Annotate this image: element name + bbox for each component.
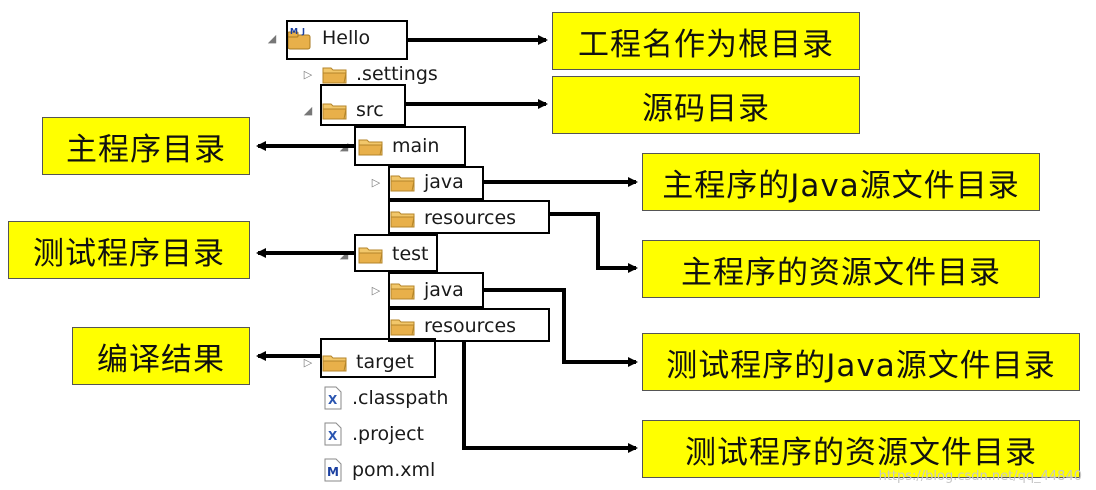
- svg-text:X: X: [328, 429, 338, 443]
- tree-item-main-java[interactable]: ▷ java: [370, 166, 464, 198]
- expand-arrow-icon[interactable]: ◢: [303, 103, 313, 117]
- tree-item-src[interactable]: ◢ src: [302, 94, 384, 126]
- xml-file-icon: X: [324, 386, 342, 410]
- arrow-test-java: [484, 288, 638, 367]
- folder-icon: [390, 211, 415, 228]
- tree-item-main-resources[interactable]: resources: [370, 202, 516, 234]
- expand-arrow-icon[interactable]: ▷: [303, 355, 313, 369]
- project-icon: M J: [287, 27, 311, 50]
- svg-text:J: J: [301, 27, 305, 36]
- arrow-test-resources: [462, 342, 638, 453]
- tree-item-label: .settings: [356, 63, 438, 85]
- highlight-box-test-resources: [388, 308, 550, 342]
- tree-item-classpath[interactable]: X .classpath: [302, 382, 448, 414]
- folder-icon: [390, 319, 415, 336]
- expand-arrow-icon[interactable]: ◢: [267, 31, 277, 45]
- tree-item-label: pom.xml: [352, 459, 436, 481]
- tree-item-project[interactable]: X .project: [302, 418, 424, 450]
- tree-item-test-resources[interactable]: resources: [370, 310, 516, 342]
- tree-item-pom[interactable]: M pom.xml: [302, 454, 435, 486]
- tree-item-label: target: [356, 351, 414, 373]
- tree-item-label: java: [424, 279, 464, 301]
- svg-text:M: M: [327, 465, 339, 479]
- tree-item-main[interactable]: ◢ main: [338, 130, 440, 162]
- callout-test-java: 测试程序的Java源文件目录: [642, 333, 1080, 391]
- highlight-box-main-resources: [388, 200, 550, 234]
- folder-icon: [390, 175, 415, 192]
- callout-test-dir: 测试程序目录: [8, 221, 250, 279]
- tree-item-settings[interactable]: ▷ .settings: [302, 58, 438, 90]
- highlight-box-main: [354, 126, 466, 166]
- callout-main-resources: 主程序的资源文件目录: [642, 240, 1040, 298]
- expand-arrow-icon[interactable]: ▷: [371, 283, 381, 297]
- folder-icon: [390, 283, 415, 300]
- tree-item-label: .project: [352, 423, 424, 445]
- highlight-box-src: [320, 84, 406, 126]
- folder-icon: [322, 355, 347, 372]
- tree-item-label: main: [392, 135, 440, 157]
- tree-item-label: src: [356, 99, 384, 121]
- expand-arrow-icon[interactable]: ▷: [303, 67, 313, 81]
- highlight-box-test-java: [388, 272, 484, 308]
- highlight-box-main-java: [388, 166, 484, 200]
- expand-arrow-icon[interactable]: ▷: [371, 175, 381, 189]
- maven-file-icon: M: [324, 458, 342, 482]
- tree-item-test-java[interactable]: ▷ java: [370, 274, 464, 306]
- highlight-box-test: [354, 234, 438, 272]
- svg-text:X: X: [328, 393, 338, 407]
- tree-item-target[interactable]: ▷ target: [302, 346, 414, 378]
- xml-file-icon: X: [324, 422, 342, 446]
- highlight-box-hello: [286, 20, 408, 60]
- folder-icon: [358, 247, 383, 264]
- folder-icon: [322, 67, 347, 84]
- watermark: https://blog.csdn.net/qq_44840: [878, 469, 1082, 484]
- tree-item-label: resources: [424, 315, 517, 337]
- tree-item-label: resources: [424, 207, 517, 229]
- tree-item-label: java: [424, 171, 464, 193]
- folder-icon: [322, 103, 347, 120]
- callout-build-output: 编译结果: [72, 327, 250, 385]
- tree-item-hello[interactable]: ◢ M J Hello: [266, 22, 370, 54]
- callout-test-resources: 测试程序的资源文件目录: [642, 420, 1080, 478]
- highlight-box-target: [320, 338, 436, 378]
- tree-item-label: .classpath: [352, 387, 449, 409]
- tree-item-label: Hello: [322, 27, 371, 49]
- callout-project-root: 工程名作为根目录: [552, 12, 860, 70]
- tree-item-label: test: [392, 243, 429, 265]
- callout-source-dir: 源码目录: [552, 76, 860, 134]
- callout-main-java: 主程序的Java源文件目录: [642, 153, 1040, 211]
- arrow-main-resources: [550, 212, 638, 273]
- svg-text:M: M: [290, 27, 298, 36]
- callout-main-dir: 主程序目录: [42, 117, 250, 175]
- folder-icon: [358, 139, 383, 156]
